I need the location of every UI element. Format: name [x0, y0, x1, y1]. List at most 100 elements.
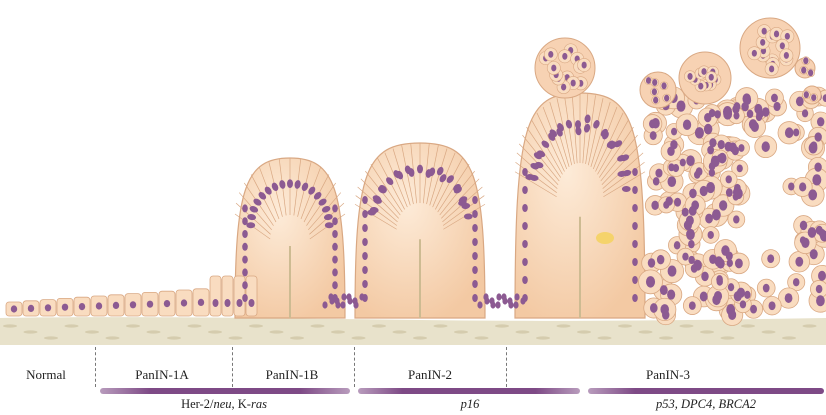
nucleus [816, 285, 823, 293]
nucleus [701, 68, 706, 75]
nucleus [700, 292, 708, 302]
stroma-streak [721, 336, 735, 339]
nucleus [714, 291, 722, 301]
nucleus [810, 249, 818, 259]
nucleus [651, 201, 658, 210]
nucleus [522, 222, 528, 230]
nucleus [522, 276, 528, 284]
nucleus [771, 94, 778, 103]
nucleus [811, 94, 816, 101]
nucleus [507, 297, 512, 304]
nucleus [664, 95, 669, 102]
stroma-streak [413, 336, 427, 339]
nucleus [472, 280, 478, 288]
stroma-streak [700, 330, 714, 333]
nucleus [513, 301, 518, 308]
nucleus [113, 302, 119, 309]
nucleus [803, 57, 808, 64]
nucleus [464, 213, 473, 219]
nucleus [744, 291, 750, 299]
nucleus [28, 305, 34, 312]
nucleus [801, 238, 809, 248]
nucleus [652, 79, 657, 86]
nucleus [648, 258, 655, 267]
nucleus [808, 189, 817, 200]
nucleus [780, 42, 785, 49]
nucleus [287, 179, 293, 188]
stroma-streak [3, 324, 17, 327]
nucleus [561, 84, 566, 91]
nucleus [362, 224, 368, 232]
nucleus [242, 281, 248, 289]
nucleus [793, 278, 800, 286]
stroma-streak [536, 336, 550, 339]
nucleus [733, 193, 739, 201]
nucleus [362, 210, 368, 218]
nucleus [728, 310, 736, 320]
nucleus [489, 297, 494, 304]
stroma-streak [208, 330, 222, 333]
nucleus [341, 293, 346, 300]
nucleus [762, 28, 767, 35]
nucleus [340, 301, 345, 308]
nucleus [677, 100, 686, 111]
epithelial-cell [222, 276, 233, 316]
nucleus [688, 240, 695, 248]
nucleus [237, 299, 243, 307]
nucleus [801, 67, 806, 74]
nucleus [691, 264, 698, 273]
nucleus [11, 305, 17, 312]
nucleus [522, 186, 528, 194]
nucleus [689, 189, 697, 199]
stroma-streak [167, 336, 181, 339]
nucleus [686, 229, 695, 240]
nucleus [717, 278, 723, 286]
stroma-streak [495, 324, 509, 327]
nucleus [249, 299, 255, 307]
stroma-streak [147, 330, 161, 333]
nucleus [686, 216, 694, 226]
nucleus [816, 295, 825, 306]
nucleus [817, 117, 824, 126]
nucleus [709, 255, 716, 264]
nucleus [522, 168, 528, 176]
epithelium [235, 93, 645, 318]
nucleus [737, 164, 743, 172]
stroma-streak [618, 324, 632, 327]
nucleus [712, 209, 721, 220]
nucleus [652, 88, 657, 95]
nucleus [657, 255, 664, 264]
nucleus [632, 258, 638, 266]
nucleus [551, 65, 556, 72]
nucleus [562, 53, 567, 60]
nucleus [575, 120, 581, 129]
nucleus [714, 110, 721, 118]
nucleus [582, 62, 587, 69]
stroma-streak [741, 324, 755, 327]
nucleus [45, 304, 51, 311]
stroma-streak [557, 324, 571, 327]
stroma-streak [311, 324, 325, 327]
nucleus [632, 168, 638, 176]
nucleus [362, 196, 368, 204]
nucleus [747, 110, 754, 118]
nucleus [632, 222, 638, 230]
stroma-streak [659, 336, 673, 339]
nucleus [650, 131, 657, 140]
stroma-streak [126, 324, 140, 327]
nucleus [649, 119, 656, 128]
stroma-streak [290, 336, 304, 339]
nucleus [650, 303, 658, 313]
nucleus [663, 201, 669, 209]
nucleus [784, 52, 789, 59]
nucleus [668, 266, 677, 277]
nucleus [632, 186, 638, 194]
nucleus [812, 174, 821, 185]
nucleus [734, 184, 741, 193]
nucleus [815, 132, 822, 141]
nucleus [733, 215, 739, 223]
nucleus [332, 217, 338, 225]
cell-cluster [535, 38, 595, 98]
stroma-streak [598, 336, 612, 339]
nucleus [646, 77, 651, 84]
